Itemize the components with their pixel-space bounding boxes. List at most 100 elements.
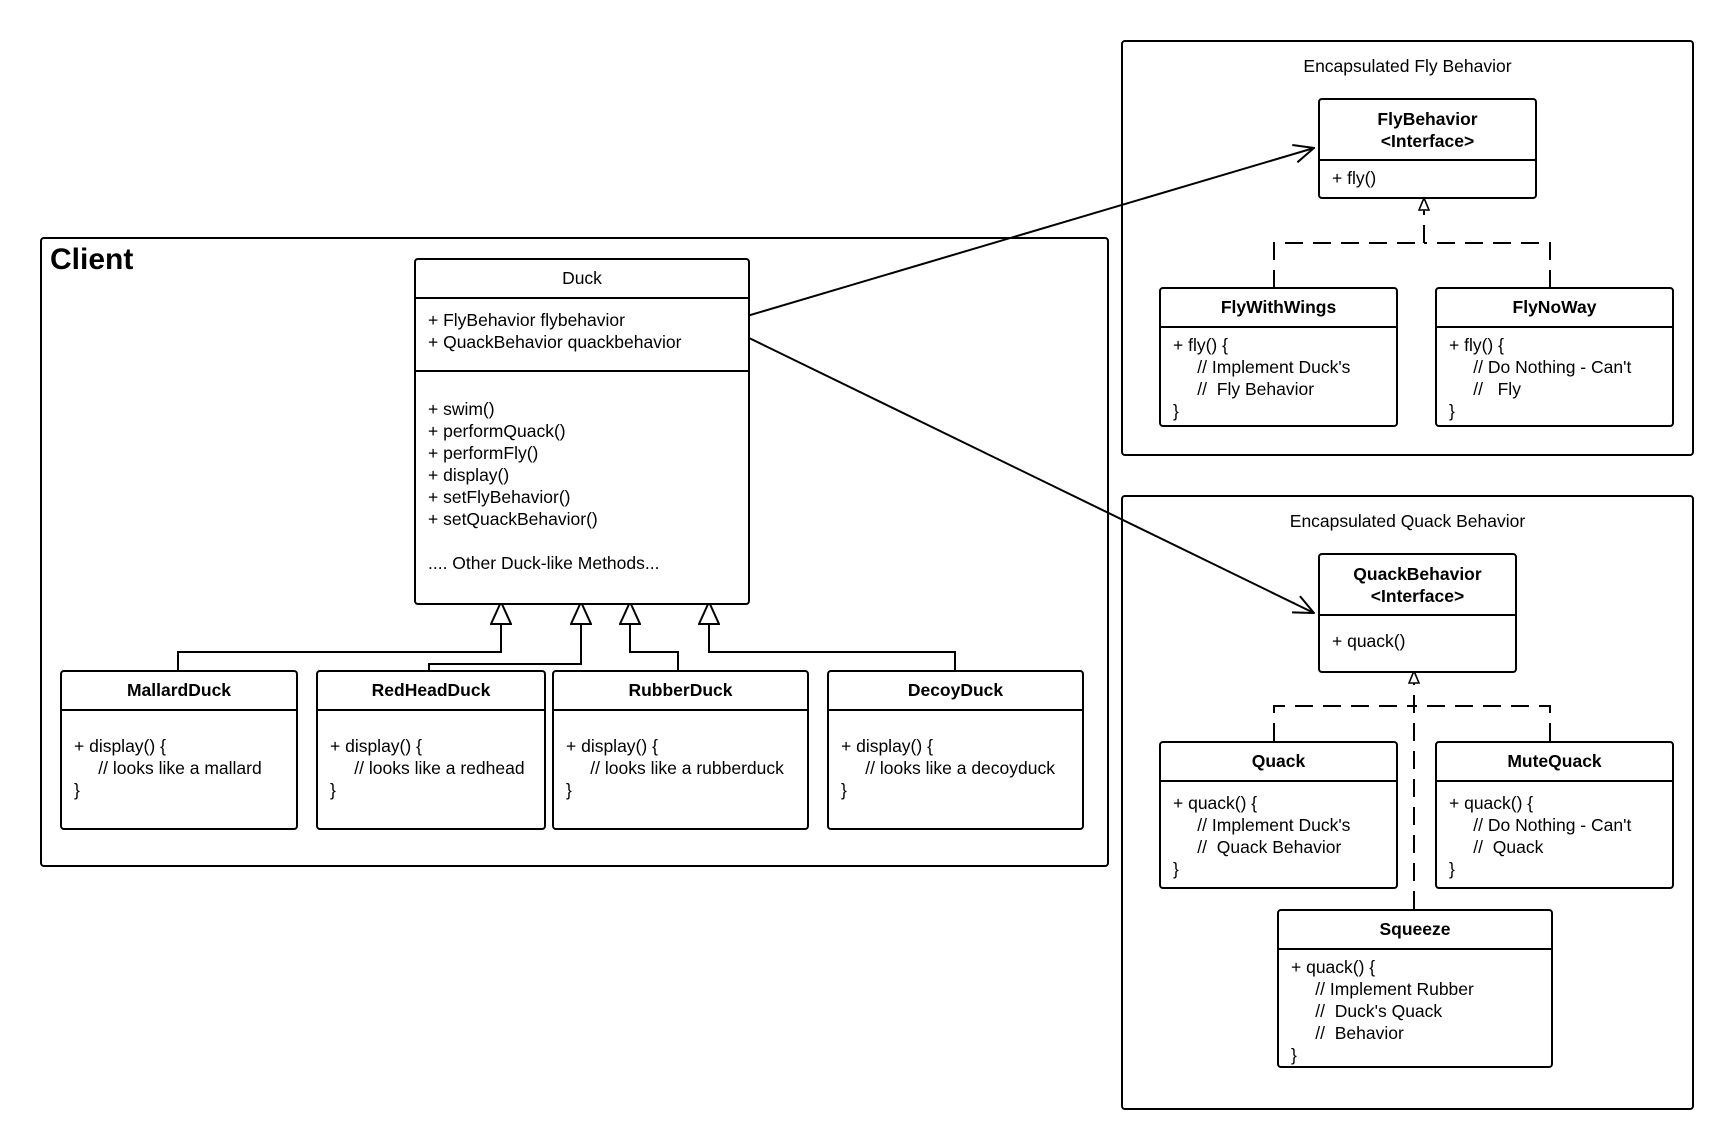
duck-to-flybehavior-association [746,148,1314,317]
code-line: + display() { [74,736,166,756]
code-line: + display() { [566,736,658,756]
flynoway-class[interactable]: FlyNoWay + fly() { // Do Nothing - Can't… [1435,287,1674,427]
decoy-duck-body: + display() { // looks like a decoyduck … [829,711,1082,811]
quack-behavior-package-title: Encapsulated Quack Behavior [1289,511,1526,531]
quackbehavior-interface-name: QuackBehavior [1353,563,1482,584]
code-line: } [1173,859,1179,879]
mallard-duck-body: + display() { // looks like a mallard } [62,711,296,811]
inherit-mallard-connector [177,602,501,670]
code-line: // Implement Duck's [1173,815,1351,835]
quackbehavior-interface-header: QuackBehavior <Interface> [1320,555,1515,616]
quackbehavior-interface-body: + quack() [1320,616,1515,662]
code-line: + quack() [1332,631,1406,651]
quack-class[interactable]: Quack + quack() { // Implement Duck's //… [1159,741,1398,889]
code-line: + display() { [841,736,933,756]
squeeze-body: + quack() { // Implement Rubber // Duck'… [1279,950,1551,1066]
code-line: // Do Nothing - Can't [1449,357,1632,377]
code-line: } [330,780,336,800]
code-line: // Fly [1449,379,1521,399]
decoy-duck-class[interactable]: DecoyDuck + display() { // looks like a … [827,670,1084,830]
quack-body: + quack() { // Implement Duck's // Quack… [1161,782,1396,887]
realize-flywithwings-connector [1273,242,1424,288]
realize-mutequack-connector [1414,705,1551,741]
code-line: } [566,780,572,800]
quack-behavior-package: Encapsulated Quack Behavior [1121,495,1694,1110]
code-line: // Implement Rubber [1291,979,1474,999]
duck-method: + setFlyBehavior() [428,487,571,507]
code-line: + quack() { [1173,793,1258,813]
duck-method: + setQuackBehavior() [428,509,598,529]
code-line: } [1291,1045,1297,1065]
quack-class-name: Quack [1161,743,1396,782]
rubber-duck-class-name: RubberDuck [554,672,807,711]
code-line: } [74,780,80,800]
redhead-duck-class-name: RedHeadDuck [318,672,544,711]
code-line: // looks like a redhead [330,758,525,778]
squeeze-class[interactable]: Squeeze + quack() { // Implement Rubber … [1277,909,1553,1068]
quackbehavior-interface-stereotype: <Interface> [1370,585,1465,606]
duck-method: .... Other Duck-like Methods... [428,553,660,573]
duck-class[interactable]: Duck + FlyBehavior flybehavior + QuackBe… [414,258,750,605]
duck-method-spacer [428,530,736,552]
code-line: // Do Nothing - Can't [1449,815,1632,835]
code-line: + fly() { [1173,335,1228,355]
code-line: + quack() { [1449,793,1534,813]
flybehavior-interface-body: + fly() [1320,161,1535,197]
inherit-rubber-connector [630,602,679,670]
code-line: } [1173,401,1179,421]
inherit-redhead-connector [428,602,581,670]
inherit-decoy-connector [709,602,956,670]
flybehavior-interface-stereotype: <Interface> [1380,130,1475,151]
duck-method: + display() [428,465,510,485]
duck-method: + swim() [428,399,495,419]
quackbehavior-interface-class[interactable]: QuackBehavior <Interface> + quack() [1318,553,1517,673]
realize-flynoway-connector [1424,242,1551,288]
flywithwings-class[interactable]: FlyWithWings + fly() { // Implement Duck… [1159,287,1398,427]
duck-to-quackbehavior-association [746,336,1314,613]
code-line: // looks like a decoyduck [841,758,1055,778]
code-line: // Duck's Quack [1291,1001,1443,1021]
redhead-duck-class[interactable]: RedHeadDuck + display() { // looks like … [316,670,546,830]
client-package: Client [40,237,1109,867]
realize-quack-connector [1273,705,1414,741]
fly-behavior-package-title: Encapsulated Fly Behavior [1303,56,1512,76]
flybehavior-interface-name: FlyBehavior [1377,108,1478,129]
code-line: // Quack Behavior [1173,837,1342,857]
mallard-duck-class-name: MallardDuck [62,672,296,711]
duck-method: + performFly() [428,443,539,463]
flybehavior-interface-class[interactable]: FlyBehavior <Interface> + fly() [1318,98,1537,199]
flywithwings-body: + fly() { // Implement Duck's // Fly Beh… [1161,328,1396,425]
mutequack-class-name: MuteQuack [1437,743,1672,782]
flynoway-body: + fly() { // Do Nothing - Can't // Fly } [1437,328,1672,425]
mutequack-body: + quack() { // Do Nothing - Can't // Qua… [1437,782,1672,887]
code-line: + quack() { [1291,957,1376,977]
code-line: + fly() { [1449,335,1504,355]
duck-method: + performQuack() [428,421,566,441]
flynoway-class-name: FlyNoWay [1437,289,1672,328]
code-line: } [1449,859,1455,879]
mutequack-class[interactable]: MuteQuack + quack() { // Do Nothing - Ca… [1435,741,1674,889]
squeeze-class-name: Squeeze [1279,911,1551,950]
code-line: // Implement Duck's [1173,357,1351,377]
code-line: + fly() [1332,168,1377,188]
rubber-duck-class[interactable]: RubberDuck + display() { // looks like a… [552,670,809,830]
duck-attributes: + FlyBehavior flybehavior + QuackBehavio… [416,299,748,372]
code-line: + display() { [330,736,422,756]
code-line: // looks like a mallard [74,758,262,778]
decoy-duck-class-name: DecoyDuck [829,672,1082,711]
code-line: // looks like a rubberduck [566,758,784,778]
redhead-duck-body: + display() { // looks like a redhead } [318,711,544,811]
code-line: // Quack [1449,837,1544,857]
flybehavior-interface-header: FlyBehavior <Interface> [1320,100,1535,161]
code-line: } [841,780,847,800]
code-line: // Fly Behavior [1173,379,1315,399]
duck-class-name: Duck [416,260,748,299]
duck-attribute: + QuackBehavior quackbehavior [428,332,682,352]
client-package-title: Client [50,243,134,276]
fly-behavior-package: Encapsulated Fly Behavior [1121,40,1694,456]
mallard-duck-class[interactable]: MallardDuck + display() { // looks like … [60,670,298,830]
duck-attribute: + FlyBehavior flybehavior [428,310,625,330]
duck-methods: + swim() + performQuack() + performFly()… [416,372,748,584]
code-line: // Behavior [1291,1023,1404,1043]
